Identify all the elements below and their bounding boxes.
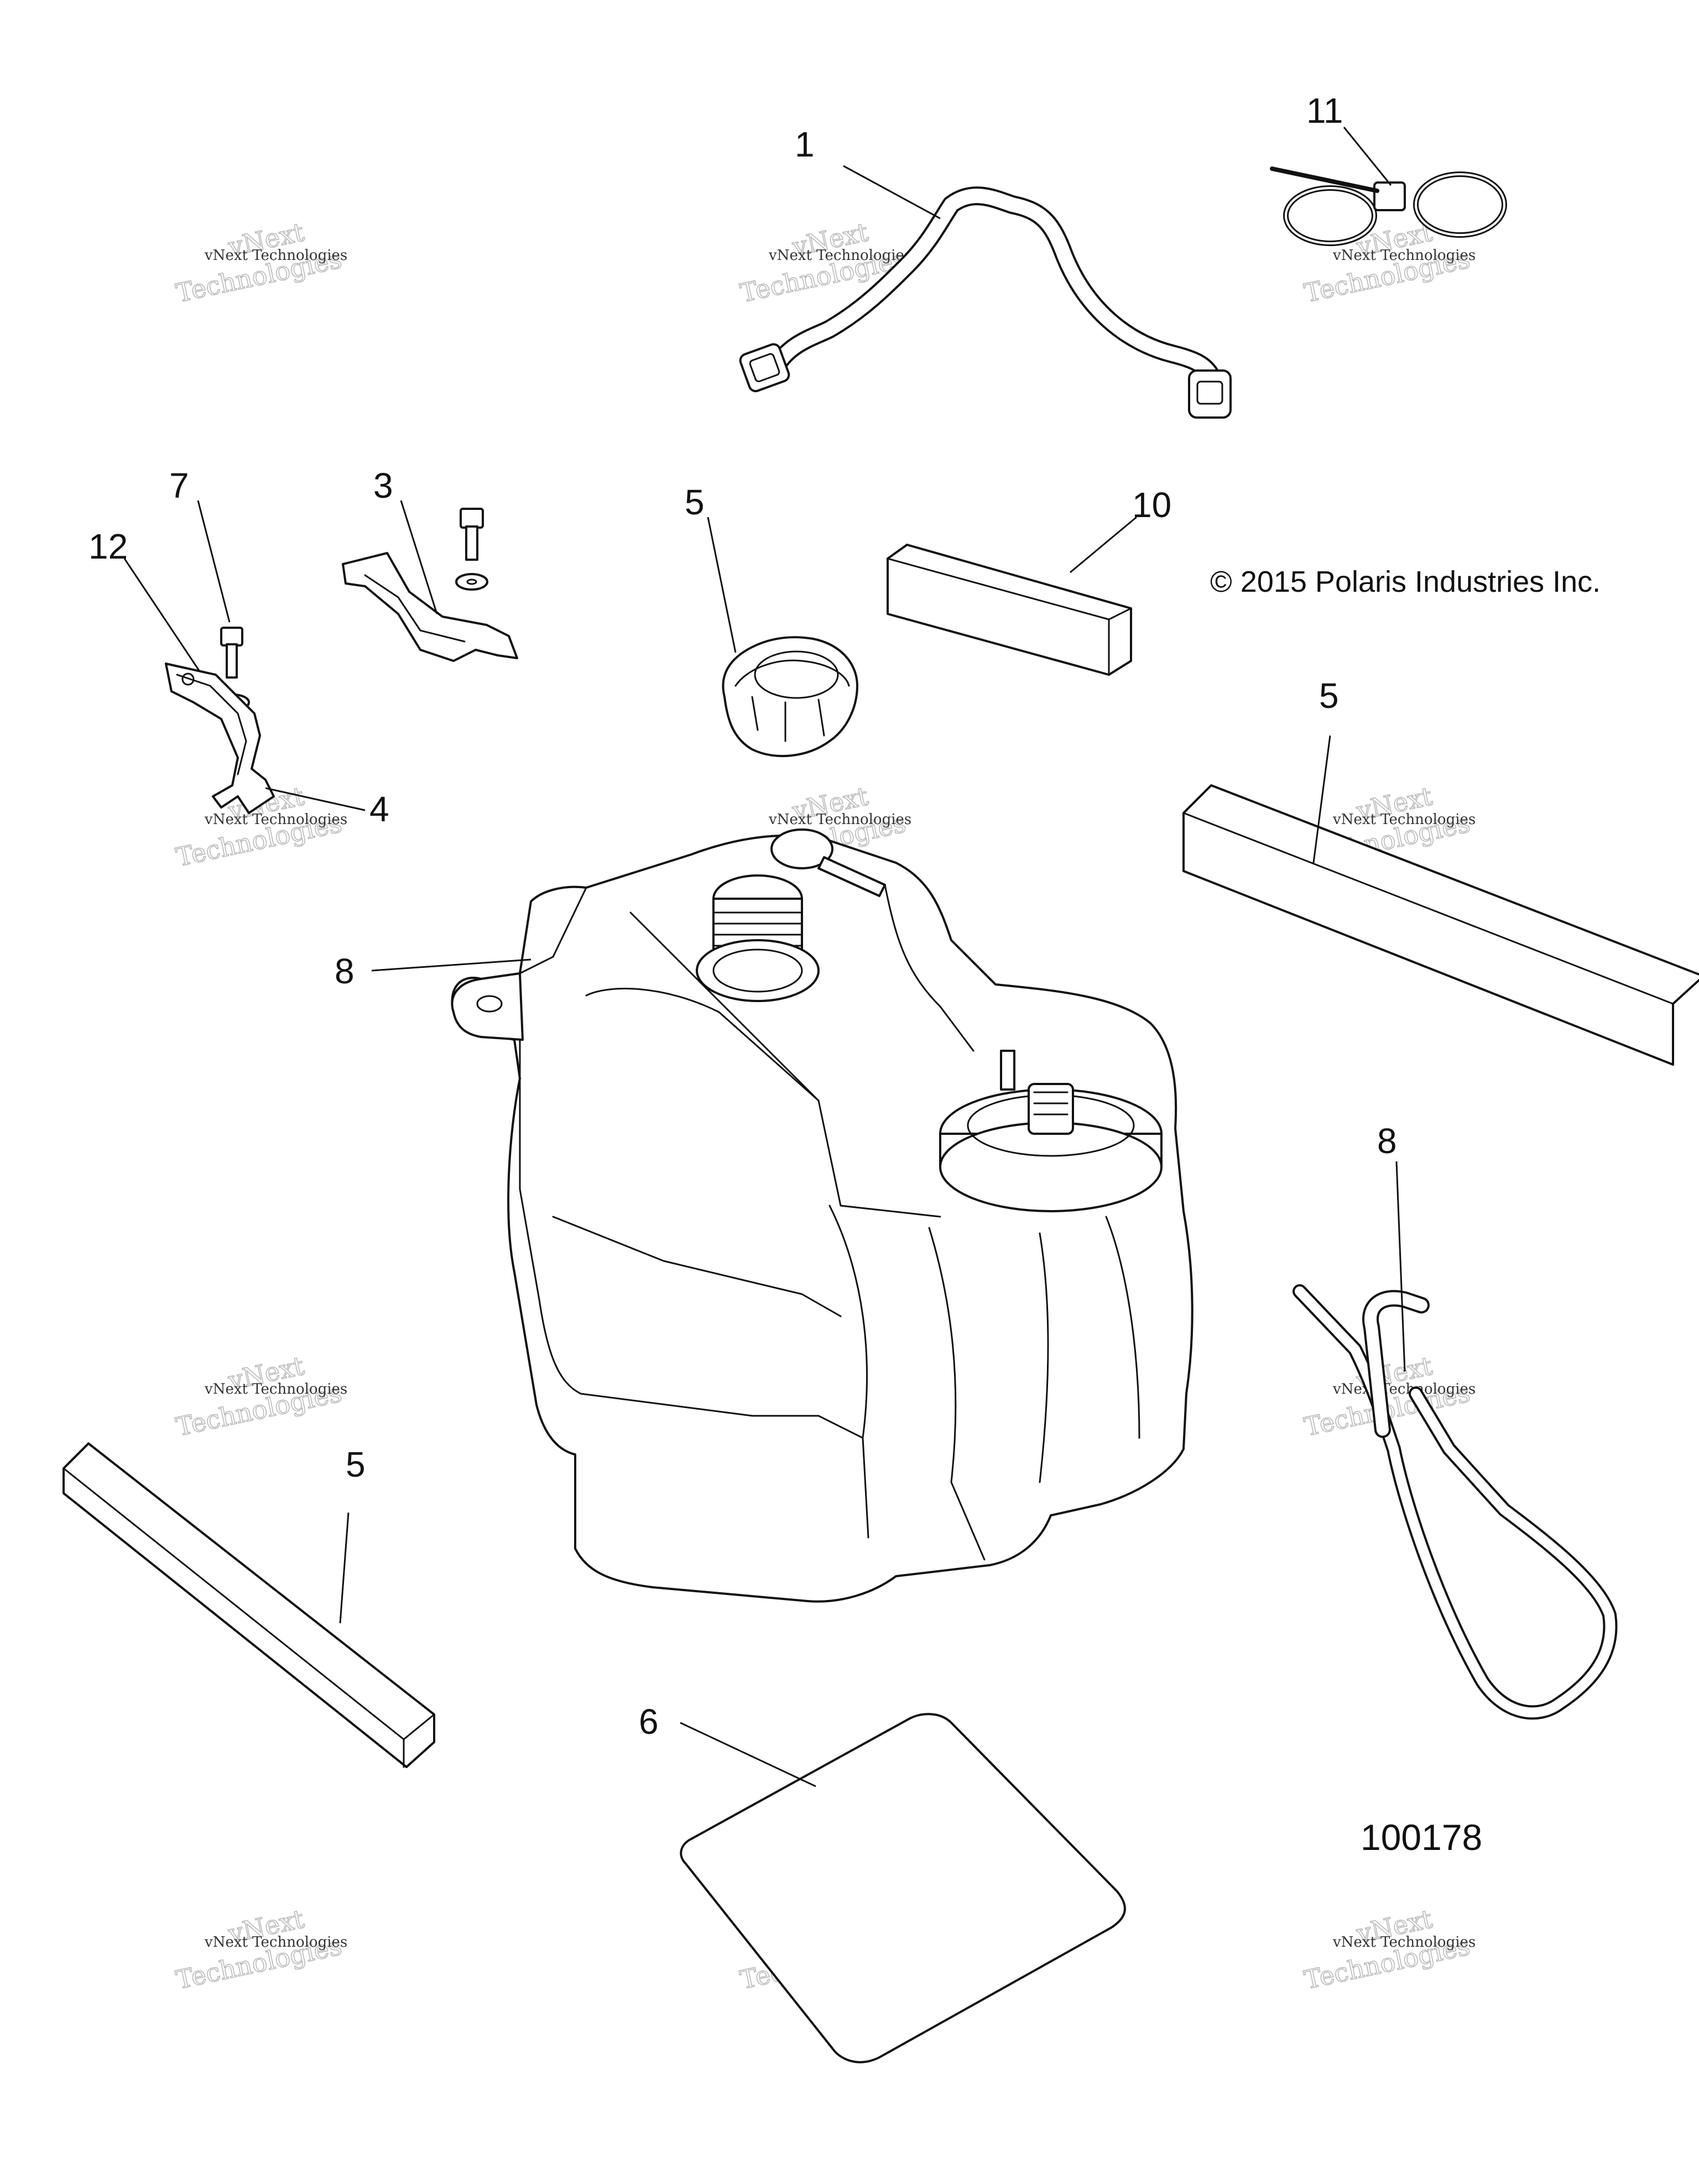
bracket-3 xyxy=(165,663,275,814)
fuel-tank xyxy=(451,828,1194,1603)
cable-tie xyxy=(1270,166,1507,246)
svg-text:vNext Technologies: vNext Technologies xyxy=(204,811,347,828)
leader-1 xyxy=(843,165,941,220)
svg-text:vNext Technologies: vNext Technologies xyxy=(1332,1934,1476,1951)
leader-11 xyxy=(1343,127,1392,186)
svg-text:vNext Technologies: vNext Technologies xyxy=(204,1934,347,1951)
leader-3 xyxy=(265,787,366,811)
watermark: vNext Technologies vNext Technologies xyxy=(173,216,348,309)
callout-2: 3 xyxy=(373,466,393,505)
callout-8: 8 xyxy=(1377,1121,1397,1161)
foam-block-10 xyxy=(887,544,1132,676)
callout-5-left: 5 xyxy=(346,1445,366,1484)
hose-connector-left xyxy=(739,343,790,393)
fuel-cap xyxy=(722,636,858,757)
svg-text:vNext Technologies: vNext Technologies xyxy=(768,247,911,264)
callout-10: 10 xyxy=(1132,485,1171,525)
leader-2 xyxy=(400,500,438,614)
leader-8 xyxy=(1395,1161,1406,1372)
foam-block-5-left xyxy=(62,1442,435,1768)
vent-hose xyxy=(1293,1284,1618,1720)
hose-connector-right xyxy=(1188,369,1232,419)
bolt xyxy=(220,627,243,679)
leader-7 xyxy=(197,500,231,623)
copyright-notice: © 2015 Polaris Industries Inc. xyxy=(1210,565,1601,598)
leader-4 xyxy=(707,517,737,653)
callout-11: 11 xyxy=(1306,91,1343,131)
leader-9 xyxy=(371,958,531,972)
figure-number: 100178 xyxy=(1361,1817,1482,1858)
callout-1: 1 xyxy=(795,124,815,164)
foam-block-5-right xyxy=(1182,784,1699,1066)
callout-12: 12 xyxy=(88,527,128,566)
callout-3: 4 xyxy=(369,789,389,829)
leader-6 xyxy=(680,1722,816,1787)
leader-10 xyxy=(1070,516,1137,574)
watermark: vNext Technologies vNext Technologies xyxy=(1301,1903,1476,1995)
pad xyxy=(680,1713,1126,2063)
svg-text:vNext Technologies: vNext Technologies xyxy=(204,247,347,264)
watermark: vNext Technologies vNext Technologies xyxy=(1301,216,1476,309)
callout-7: 7 xyxy=(169,466,189,505)
svg-text:vNext Technologies: vNext Technologies xyxy=(204,1381,347,1398)
bracket-2 xyxy=(342,508,518,662)
svg-text:vNext Technologies: vNext Technologies xyxy=(1332,1381,1476,1398)
callout-5-right: 5 xyxy=(1319,676,1339,716)
svg-text:vNext Technologies: vNext Technologies xyxy=(768,811,911,828)
callout-9: 8 xyxy=(335,951,355,991)
callout-6: 6 xyxy=(639,1702,659,1742)
fuel-hose xyxy=(739,186,1232,419)
callout-4: 5 xyxy=(685,482,705,522)
watermark: vNext Technologies vNext Technologies xyxy=(173,1903,348,1995)
svg-text:vNext Technologies: vNext Technologies xyxy=(1332,811,1476,828)
leader-5-left xyxy=(339,1512,350,1624)
svg-text:vNext Technologies: vNext Technologies xyxy=(1332,247,1476,264)
watermark: vNext Technologies vNext Technologies xyxy=(173,1350,348,1442)
leader-5-right xyxy=(1312,735,1331,863)
